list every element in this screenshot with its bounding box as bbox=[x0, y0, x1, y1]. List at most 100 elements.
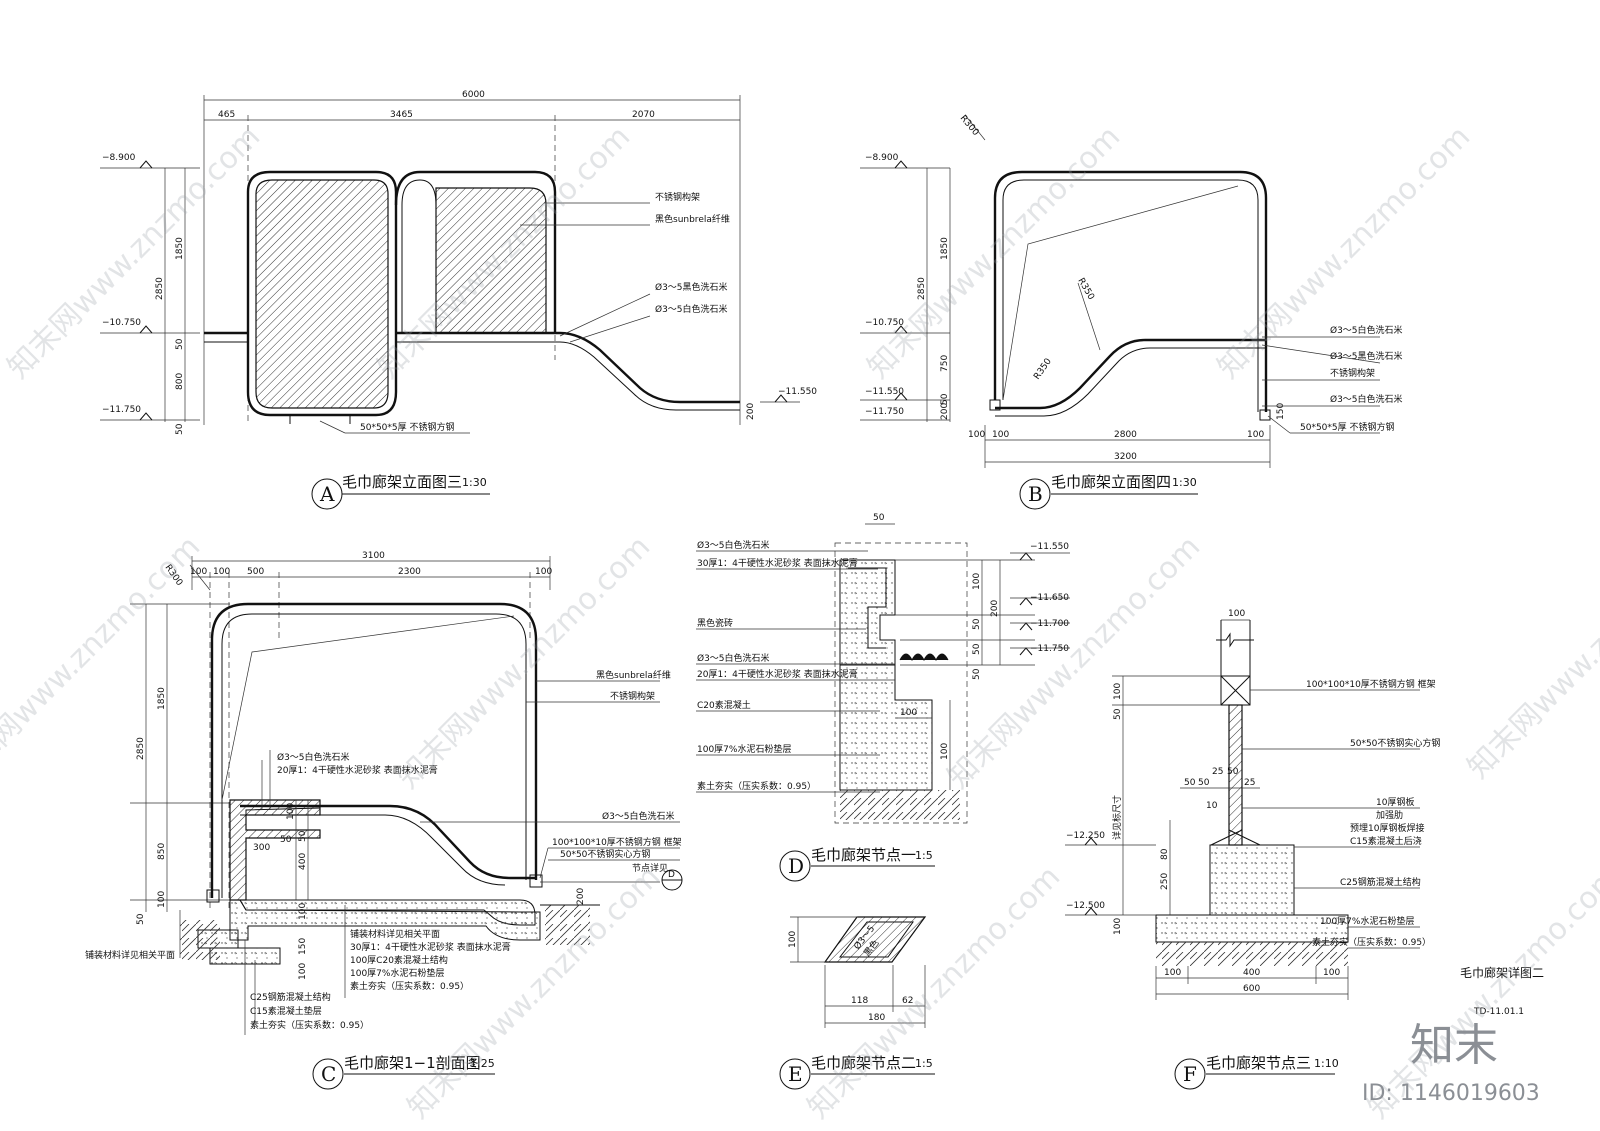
watermark-9: 知末网www.znzmo.com bbox=[401, 859, 667, 1125]
dim-a-2850: 2850 bbox=[155, 277, 165, 300]
label-c-b5: 素土夯实（压实系数：0.95） bbox=[350, 980, 469, 992]
watermark-2: 知末网www.znzmo.com bbox=[371, 119, 637, 385]
view-c-section: 3100 100 100 500 2300 100 2850 1850 850 … bbox=[85, 551, 683, 1090]
title-f: 毛巾廊架节点三 bbox=[1206, 1054, 1311, 1072]
view-f-node3: 100 100 50 详见标尺寸 25 50 50 50 25 10 80 25… bbox=[1065, 609, 1440, 1090]
scale-a: 1:30 bbox=[462, 476, 487, 489]
dim-c-150: 150 bbox=[298, 938, 308, 955]
dim-f-b2: 400 bbox=[1243, 968, 1260, 978]
label-b-2: Ø3～5黑色洗石米 bbox=[1330, 350, 1403, 362]
level-f-1: −12.250 bbox=[1066, 831, 1105, 841]
label-a-black-stone: Ø3～5黑色洗石米 bbox=[655, 281, 728, 293]
image-id: ID: 1146019603 bbox=[1362, 1081, 1540, 1106]
dim-b-200: 200 bbox=[940, 403, 950, 420]
label-f-1: 100*100*10厚不锈钢方钢 框架 bbox=[1306, 678, 1436, 690]
label-b-3: 不锈钢构架 bbox=[1330, 367, 1375, 379]
label-c-l2: C25钢筋混凝土结构 bbox=[250, 991, 331, 1003]
dim-d-50c: 50 bbox=[972, 643, 982, 655]
dim-f-b1: 100 bbox=[1164, 968, 1181, 978]
label-c-r3: Ø3～5白色洗石米 bbox=[602, 810, 675, 822]
dim-c-1850: 1850 bbox=[157, 687, 167, 710]
dim-b-100a: 100 bbox=[968, 430, 985, 440]
dim-f-s3: 25 bbox=[1212, 767, 1223, 777]
level-b-1: −8.900 bbox=[865, 153, 899, 163]
label-f-5: 预埋10厚钢板焊接 bbox=[1350, 822, 1424, 834]
label-c-l1: 铺装材料详见相关平面 bbox=[85, 949, 175, 961]
dim-f-s5: 50 bbox=[1184, 778, 1196, 788]
label-f-3: 10厚钢板 bbox=[1376, 796, 1414, 808]
dim-d-50: 50 bbox=[873, 513, 885, 523]
bubble-e: E bbox=[788, 1062, 803, 1086]
dim-a-465: 465 bbox=[218, 110, 235, 120]
dim-f-s4: 50 bbox=[1227, 767, 1239, 777]
view-e-node2: Ø3～5 黑色 100 118 62 180 E 毛巾廊架节点二 1:5 bbox=[779, 916, 935, 1090]
dim-f-s1: 100 bbox=[1113, 683, 1123, 700]
dim-d-100b: 100 bbox=[900, 708, 917, 718]
dim-f-s8: 10 bbox=[1206, 801, 1218, 811]
label-a-steel: 50*50*5厚 不锈钢方钢 bbox=[360, 421, 455, 433]
label-f-9: 素土夯实（压实系数：0.95） bbox=[1312, 936, 1431, 948]
dim-b-100b: 100 bbox=[992, 430, 1009, 440]
dim-b-100c: 100 bbox=[1247, 430, 1264, 440]
radius-b-1: R300 bbox=[958, 114, 981, 139]
dim-c-300: 300 bbox=[253, 843, 270, 853]
scale-c: 1:25 bbox=[470, 1057, 495, 1070]
watermark-4: 知末网www.znzmo.com bbox=[1211, 119, 1477, 385]
dim-c-50b: 50 bbox=[280, 835, 292, 845]
watermark-10: 知末网www.znzmo.com bbox=[801, 859, 1067, 1125]
dim-c-100b: 100 bbox=[213, 567, 230, 577]
bubble-c: C bbox=[321, 1062, 336, 1086]
level-d-1: −11.550 bbox=[1030, 542, 1069, 552]
dim-f-b3: 100 bbox=[1323, 968, 1340, 978]
level-a-4: −11.550 bbox=[778, 387, 817, 397]
dim-f-s11: 100 bbox=[1113, 918, 1123, 935]
dim-a-50b: 50 bbox=[175, 423, 185, 435]
title-c: 毛巾廊架1−1剖面图 bbox=[344, 1054, 481, 1072]
label-c-mid-2: 20厚1：4干硬性水泥砂浆 表面抹水泥膏 bbox=[277, 764, 438, 776]
radius-b-3: R350 bbox=[1032, 357, 1054, 382]
label-d-8: 素土夯实（压实系数：0.95） bbox=[697, 780, 816, 792]
label-b-4: Ø3～5白色洗石米 bbox=[1330, 393, 1403, 405]
dim-c-100b: 100 bbox=[298, 903, 308, 920]
dim-b-3200: 3200 bbox=[1114, 452, 1137, 462]
label-b-1: Ø3～5白色洗石米 bbox=[1330, 324, 1403, 336]
scale-e: 1:5 bbox=[915, 1057, 933, 1070]
dim-c-200: 200 bbox=[576, 888, 586, 905]
dim-e-100: 100 bbox=[788, 931, 798, 948]
dim-c-100c: 100 bbox=[535, 567, 552, 577]
level-a-3: −11.750 bbox=[102, 405, 141, 415]
ref-c-d: D bbox=[668, 870, 675, 880]
dim-e-118: 118 bbox=[851, 996, 868, 1006]
dim-d-50d: 50 bbox=[972, 668, 982, 680]
label-b-5: 50*50*5厚 不锈钢方钢 bbox=[1300, 421, 1395, 433]
bubble-b: B bbox=[1028, 482, 1043, 506]
level-d-2: −11.650 bbox=[1030, 593, 1069, 603]
dim-e-62: 62 bbox=[902, 996, 913, 1006]
dim-c-s1: 100 bbox=[286, 803, 296, 820]
label-c-r1: 黑色sunbrela纤维 bbox=[596, 669, 671, 681]
watermark-8: 知末网www.znzmo.com bbox=[1461, 519, 1600, 785]
label-d-4: Ø3～5白色洗石米 bbox=[697, 652, 770, 664]
scale-d: 1:5 bbox=[915, 849, 933, 862]
label-d-2: 30厚1：4干硬性水泥砂浆 表面抹水泥膏 bbox=[697, 557, 858, 569]
dim-c-s3: 400 bbox=[298, 853, 308, 870]
dim-b-50: 50 bbox=[940, 393, 950, 405]
scale-b: 1:30 bbox=[1172, 476, 1197, 489]
dim-b-2850: 2850 bbox=[917, 277, 927, 300]
label-c-l4: 素土夯实（压实系数：0.95） bbox=[250, 1019, 369, 1031]
sheet-title: 毛巾廊架详图二 bbox=[1460, 965, 1544, 980]
dim-c-100a: 100 bbox=[190, 567, 207, 577]
label-f-7: C25钢筋混凝土结构 bbox=[1340, 876, 1421, 888]
view-b-elevation: −8.900 −10.750 −11.550 −11.750 2850 1850… bbox=[860, 114, 1403, 510]
view-a-elevation: 6000 465 3465 2070 −8.900 −10.750 −11.75… bbox=[100, 90, 817, 510]
level-a-1: −8.900 bbox=[102, 153, 136, 163]
level-a-2: −10.750 bbox=[102, 318, 141, 328]
dim-a-2070: 2070 bbox=[632, 110, 655, 120]
label-a-frame: 不锈钢构架 bbox=[655, 191, 700, 203]
dim-c-2850: 2850 bbox=[136, 737, 146, 760]
label-f-8: 100厚7%水泥石粉垫层 bbox=[1320, 915, 1414, 927]
title-b: 毛巾廊架立面图四 bbox=[1051, 473, 1171, 491]
label-f-4: 加强肋 bbox=[1376, 810, 1403, 821]
label-c-b1: 铺装材料详见相关平面 bbox=[350, 928, 440, 940]
label-c-r5: 50*50不锈钢实心方钢 bbox=[560, 848, 650, 860]
